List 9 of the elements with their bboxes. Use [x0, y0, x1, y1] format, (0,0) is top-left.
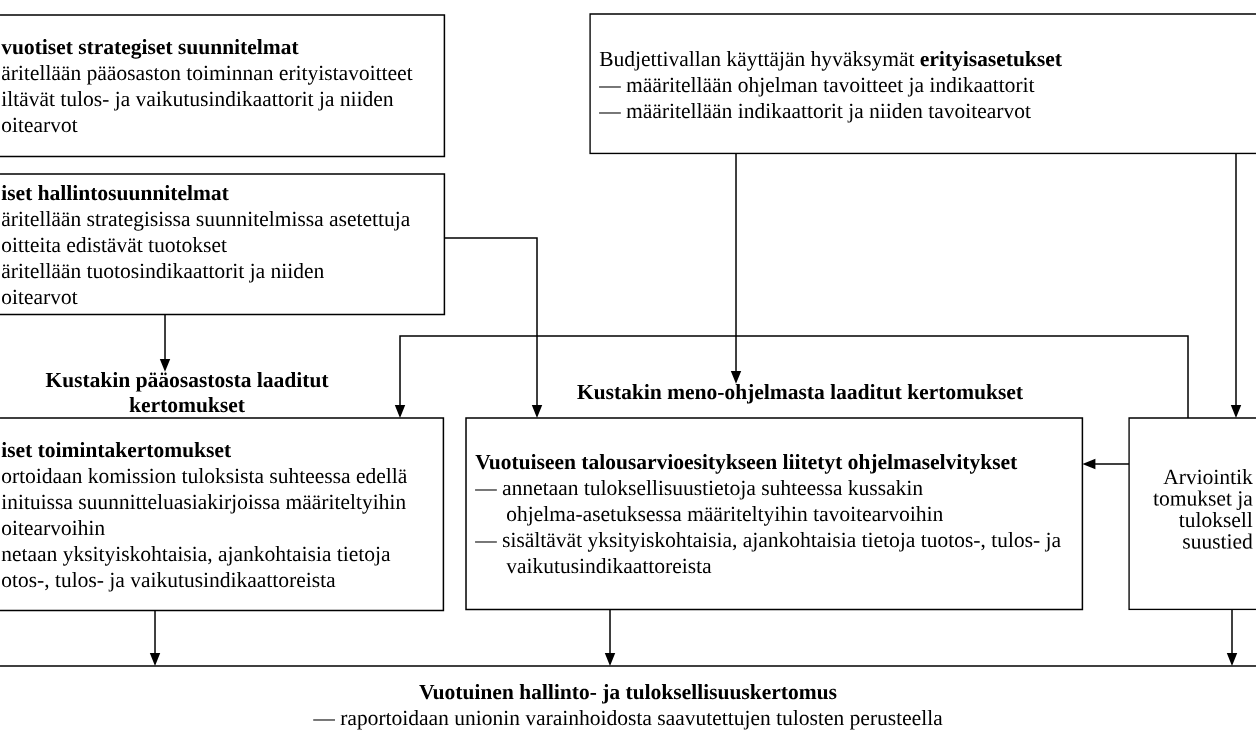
text-box: iset toimintakertomukset ortoidaan komission tuloksista suhteessa edellä inituissa suunnitteluasiakirjoissa määriteltyihin oitearvoihin netaan yksityiskohtaisia, ajankohtaisia tietoja otos-, tulos- ja vaikutusindikaattoreista [0, 417, 445, 612]
text-box: Arviointik tomukset ja tuloksell suustied [1128, 417, 1256, 611]
text-box: Vuotuiseen talousarvioesitykseen liitetyt ohjelmaselvitykset — annetaan tuloksellisuustietoja suhteessa kussakin ohjelma-asetuksessa määriteltyihin tavoitearvoihin — sisältävät yksityiskohtaisia, ajankohtaisia tietoja tuotos-, tulos- ja vaikutusindikaattoreista [465, 417, 1084, 611]
text-box: iset hallintosuunnitelmat äritellään strategisissa suunnitelmissa asetettuja oitteita edistävät tuotokset äritellään tuotosindikaattorit ja niiden oitearvot [0, 173, 446, 316]
text-box: Vuotuinen hallinto- ja tuloksellisuuskertomus — raportoidaan unionin varainhoidosta saavutettujen tulosten perusteella [0, 665, 1256, 730]
text-box: Budjettivallan käyttäjän hyväksymät erityisasetukset — määritellään ohjelman tavoitteet ja indikaattorit — määritellään indikaattorit ja niiden tavoitearvot [589, 13, 1256, 155]
heading: Kustakin pääosastosta laaditut kertomukset [45, 372, 329, 413]
heading: Kustakin meno-ohjelmasta laaditut kertomukset [577, 384, 1023, 404]
text-box: vuotiset strategiset suunnitelmat äritellään pääosaston toiminnan erityistavoitteet iltävät tulos- ja vaikutusindikaattorit ja niiden oitearvot [0, 14, 446, 158]
